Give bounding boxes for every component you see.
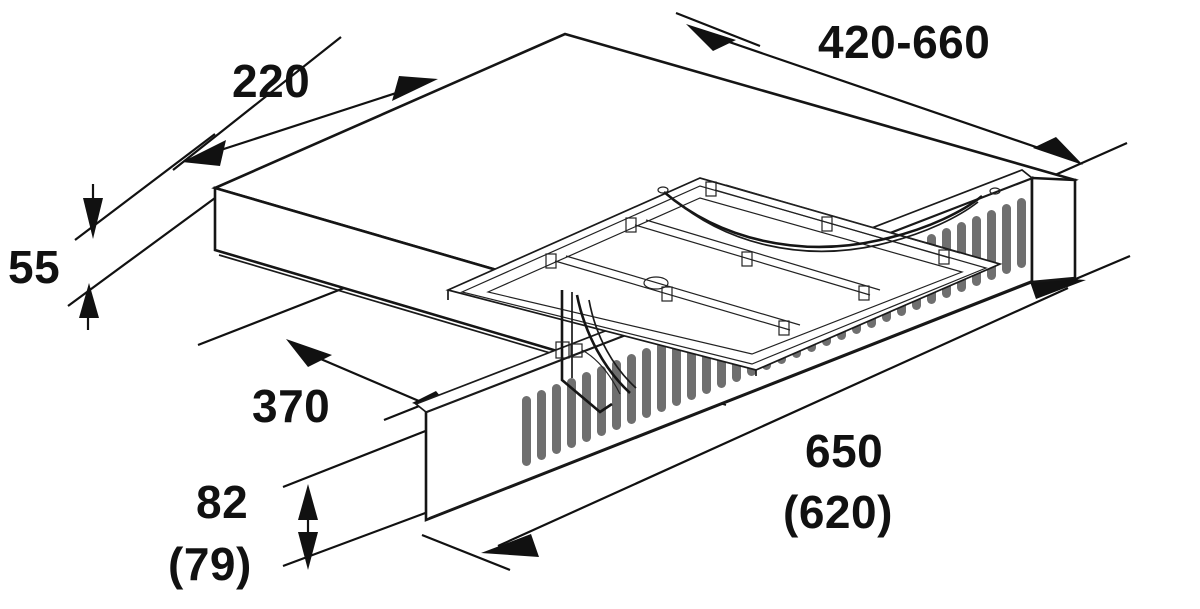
- dim-line-650: [497, 286, 1069, 548]
- dim-line-220: [195, 82, 425, 160]
- filter-frame-outer: [460, 185, 988, 365]
- round-port-icon: [643, 276, 669, 290]
- dim-label-220: 220: [232, 55, 310, 107]
- arrow-head-82-up: [298, 484, 318, 520]
- dim-line-420660: [699, 30, 1069, 160]
- dim-label-620-alt: (620): [783, 486, 893, 538]
- recess-edge-tabs: [657, 186, 1001, 195]
- ext-line-220-a: [172, 36, 342, 171]
- ext-line-55-bottom: [67, 197, 216, 307]
- arrow-head-82-down: [298, 532, 318, 570]
- curved-cutout-sweep: [575, 294, 631, 394]
- arrow-head-55-down: [83, 198, 103, 239]
- recess-top-curve: [663, 191, 983, 249]
- arrow-head-650-left: [481, 534, 539, 557]
- dim-label-650: 650: [805, 425, 883, 477]
- filter-grid-joints: [545, 181, 950, 336]
- arrow-head-370-left: [286, 339, 332, 367]
- arrow-head-55-up: [79, 283, 99, 318]
- dim-label-82: 82: [196, 476, 248, 528]
- dimension-82-79: 82 (79): [168, 428, 429, 590]
- dimension-420-660: 420-660: [675, 11, 1128, 181]
- filter-cavity-face: [445, 177, 1003, 371]
- dim-label-420-660: 420-660: [818, 16, 990, 68]
- cooker-hood-body: [211, 32, 1079, 522]
- front-panel-bevel: [428, 279, 1035, 519]
- filter-frame-inner: [486, 197, 964, 355]
- ext-line-650-a: [421, 533, 511, 572]
- dim-label-370: 370: [252, 380, 330, 432]
- ext-line-420660-b: [1045, 141, 1128, 181]
- right-end-face: [1030, 176, 1077, 284]
- arrow-head-220-left: [182, 140, 226, 166]
- dimension-55: 55: [8, 133, 216, 330]
- curved-cutout-edge-left: [560, 290, 613, 414]
- dim-label-55: 55: [8, 241, 60, 293]
- arrow-head-420660-right: [1033, 137, 1083, 165]
- arrow-head-420660-left: [686, 24, 736, 51]
- arrow-head-220-right: [392, 76, 438, 101]
- dim-label-79-alt: (79): [168, 538, 252, 590]
- recess-top-curve-inner: [671, 197, 979, 253]
- ext-line-55-top: [74, 133, 216, 241]
- curved-cutout-inner: [588, 299, 637, 389]
- latch-clip-fitting: [555, 341, 621, 395]
- ext-line-420660-a: [675, 11, 761, 48]
- ext-line-82-top: [282, 428, 429, 489]
